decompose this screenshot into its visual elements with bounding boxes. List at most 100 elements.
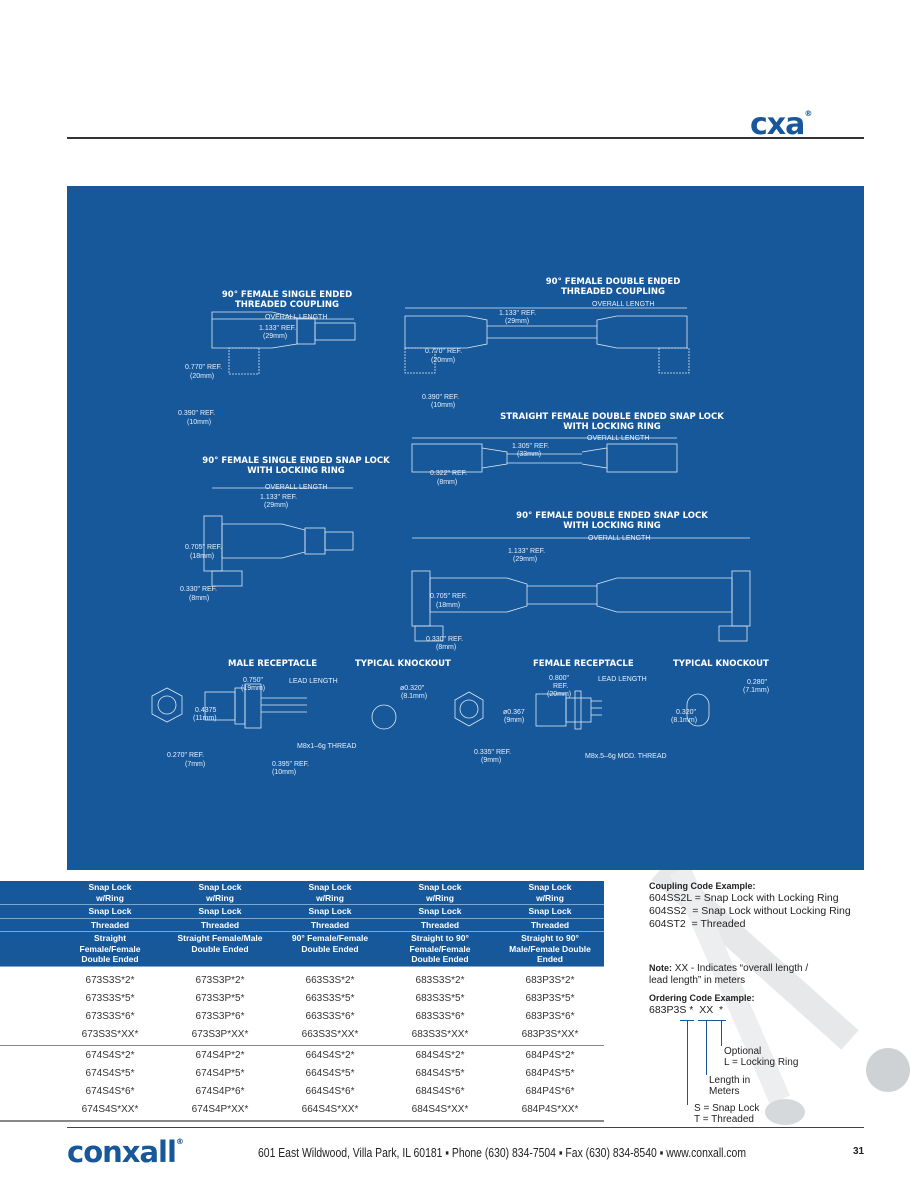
part-number-cell: 673S3S*5* xyxy=(85,992,135,1004)
male-dim-a-mm: (7mm) xyxy=(185,761,206,768)
part-number-cell: 684P4S*6* xyxy=(525,1086,575,1097)
part-number-cell: 683S3S*2* xyxy=(415,974,465,986)
part-number-cell: 674S4S*6* xyxy=(85,1086,135,1097)
part-number-cell: 674S4P*5* xyxy=(195,1068,245,1079)
d1-overall: OVERALL LENGTH xyxy=(265,314,328,321)
header-cell: Threaded xyxy=(200,919,240,930)
table-row: 674S4S*2*674S4P*2*664S4S*2*684S4S*2*684P… xyxy=(0,1047,604,1065)
header-cell: Snap Lock w/Ring xyxy=(198,882,242,903)
part-number-cell: 683P3S*6* xyxy=(525,1010,575,1022)
header-row: Straight Female/Female Double Ended Strai… xyxy=(0,932,604,967)
footer-rule xyxy=(67,1127,864,1128)
female-thread: M8x.5–6g MOD. THREAD xyxy=(585,753,667,760)
part-number-cell: 673S3P*6* xyxy=(195,1010,245,1022)
registered-mark: ® xyxy=(175,1137,184,1146)
drawing-90-double-threaded xyxy=(404,307,690,374)
male-dim-b: 0.395" REF. xyxy=(272,761,310,768)
female-knockout-title: TYPICAL KNOCKOUT xyxy=(673,659,769,669)
male-knockout-dia: ø0.320" xyxy=(400,685,425,692)
header-cell: Straight Female/Female Double Ended xyxy=(79,933,141,964)
coupling-line: 604SS2 = Snap Lock without Locking Ring xyxy=(649,905,851,917)
d3-ref-mm: (33mm) xyxy=(517,451,542,458)
header-cell: Threaded xyxy=(530,919,570,930)
d2-width-mm: (10mm) xyxy=(431,402,456,409)
part-number-cell: 673S3P*XX* xyxy=(191,1028,249,1040)
header-cell: Snap Lock w/Ring xyxy=(528,882,572,903)
part-number-cell: 683S3S*6* xyxy=(415,1010,465,1022)
header-cell: Threaded xyxy=(420,919,460,930)
header-cell: 90° Female/Female Double Ended xyxy=(291,933,369,954)
male-dim-b-mm: (10mm) xyxy=(272,769,297,776)
header-cell: Snap Lock xyxy=(528,906,572,916)
part-number-cell: 674S4S*XX* xyxy=(81,1104,139,1115)
male-receptacle-title: MALE RECEPTACLE xyxy=(228,659,318,669)
cable-photo xyxy=(651,870,910,1125)
d1-width: 0.390" REF. xyxy=(178,410,216,417)
d3-ref: 1.305" REF. xyxy=(512,443,550,450)
footer-address: 601 East Wildwood, Villa Park, IL 60181 … xyxy=(258,1145,746,1160)
coupling-title: Coupling Code Example: xyxy=(649,881,756,891)
header-rule xyxy=(67,137,864,139)
male-knockout-title: TYPICAL KNOCKOUT xyxy=(355,659,451,669)
header-cell: Snap Lock xyxy=(308,906,352,916)
bracket-line xyxy=(706,1020,707,1075)
part-number-cell: 673S3S*XX* xyxy=(81,1028,139,1040)
drawing-90-single-snap xyxy=(203,487,354,587)
table-row: 673S3S*2*673S3P*2*663S3S*2*683S3S*2*683P… xyxy=(0,972,604,990)
note-text: XX - Indicates “overall length / xyxy=(672,963,809,974)
part-number-cell: 683P3S*XX* xyxy=(521,1028,579,1040)
female-length-ref: REF. xyxy=(553,683,569,690)
d1-height: 0.770" REF. xyxy=(185,364,223,371)
page-number: 31 xyxy=(853,1146,865,1157)
male-dim-a: 0.270" REF. xyxy=(167,752,205,759)
part-number-cell: 684P4S*5* xyxy=(525,1068,575,1079)
ordering-title: Ordering Code Example: xyxy=(649,993,755,1003)
d5-ref-mm: (29mm) xyxy=(513,556,538,563)
part-number-cell: 684S4S*5* xyxy=(415,1068,465,1079)
part-number-cell: 674S4P*XX* xyxy=(191,1104,249,1115)
header-cell: Snap Lock xyxy=(418,906,462,916)
part-number-cell: 664S4S*2* xyxy=(305,1050,355,1061)
part-number-cell: 683P3S*2* xyxy=(525,974,575,986)
d2-height-mm: (20mm) xyxy=(431,357,456,364)
d3-overall: OVERALL LENGTH xyxy=(587,435,650,442)
bracket-line xyxy=(721,1020,722,1046)
d4-height: 0.705" REF. xyxy=(185,544,223,551)
part-number-cell: 673S3S*2* xyxy=(85,974,135,986)
ordering-code: 683P3S * XX * xyxy=(649,1004,724,1016)
note-text: lead length” in meters xyxy=(649,975,746,986)
d5-width: 0.330" REF. xyxy=(426,636,464,643)
technical-drawings xyxy=(151,307,751,730)
d5-overall: OVERALL LENGTH xyxy=(588,535,651,542)
part-number-cell: 663S3S*2* xyxy=(305,974,355,986)
female-knockout-height-mm: (8.1mm) xyxy=(671,717,698,724)
drawing-straight-double-snap xyxy=(411,437,678,473)
d1-ref-mm: (29mm) xyxy=(263,333,288,340)
female-length-mm: (20mm) xyxy=(547,691,572,698)
header-cell: Snap Lock w/Ring xyxy=(418,882,462,903)
coupling-code-example: Coupling Code Example: 604SS2L = Snap Lo… xyxy=(649,880,851,931)
part-number-cell: 684S4S*2* xyxy=(415,1050,465,1061)
part-number-cell: 664S4S*5* xyxy=(305,1068,355,1079)
header-cell: Straight to 90° Male/Female Double Ended xyxy=(509,933,591,964)
table-row: 674S4S*5*674S4P*5*664S4S*5*684S4S*5*684P… xyxy=(0,1065,604,1083)
female-diameter-mm: (9mm) xyxy=(504,717,525,724)
female-receptacle-title: FEMALE RECEPTACLE xyxy=(533,659,634,669)
part-number-cell: 673S3P*5* xyxy=(195,992,245,1004)
d5-width-mm: (8mm) xyxy=(436,644,457,651)
table-row: 673S3S*5*673S3P*5*663S3S*5*683S3S*5*683P… xyxy=(0,990,604,1008)
female-length: 0.800" xyxy=(549,675,570,682)
d5-height-mm: (18mm) xyxy=(436,602,461,609)
part-number-cell: 684P4S*XX* xyxy=(521,1104,579,1115)
ordering-code-example: Ordering Code Example: 683P3S * XX * xyxy=(649,992,755,1017)
part-number-cell: 673S3S*6* xyxy=(85,1010,135,1022)
male-thread: M8x1–6g THREAD xyxy=(297,743,357,750)
male-lead-length: LEAD LENGTH xyxy=(289,678,338,685)
